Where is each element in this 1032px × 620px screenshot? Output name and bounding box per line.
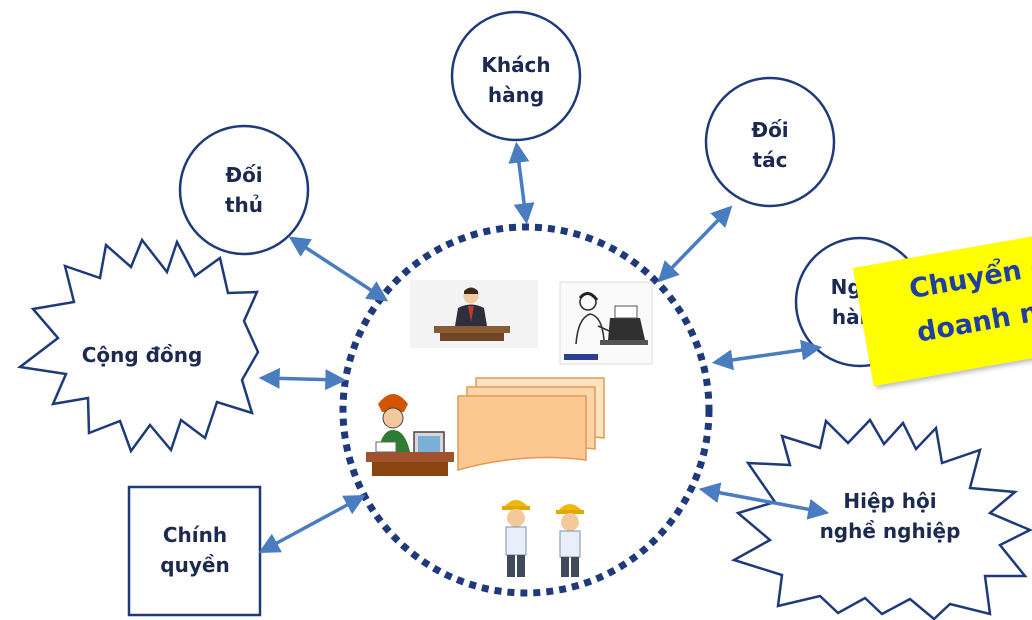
node-doi-thu-line2: thủ xyxy=(224,193,264,217)
node-doi-thu-line1: Đối xyxy=(225,163,263,187)
node-doi-thu-label: Đối thủ xyxy=(194,160,294,220)
node-chinh-quyen-line2: quyền xyxy=(160,553,230,577)
node-khach-hang-label: Khách hàng xyxy=(466,50,566,110)
node-doi-tac-line1: Đối xyxy=(751,118,789,142)
node-khach-hang-shape xyxy=(450,10,582,142)
construction-workers-icon xyxy=(502,500,584,577)
arrow-doi-thu xyxy=(288,236,389,302)
node-cong-dong-label: Cộng đồng xyxy=(62,340,222,370)
node-hiep-hoi-line1: Hiệp hội xyxy=(843,489,937,513)
arrow-chinh-quyen xyxy=(258,494,366,554)
node-hiep-hoi-label: Hiệp hội nghề nghiệp xyxy=(800,486,980,546)
node-doi-tac-label: Đối tác xyxy=(720,115,820,175)
node-chinh-quyen-shape xyxy=(127,485,262,617)
arrow-khach-hang xyxy=(508,141,535,225)
node-doi-tac-shape xyxy=(704,76,836,208)
arrow-doi-tac xyxy=(657,205,733,283)
typist-icon xyxy=(559,281,653,365)
node-khach-hang-line2: hàng xyxy=(487,83,545,107)
node-chinh-quyen-label: Chính quyền xyxy=(139,520,251,580)
node-hiep-hoi-line2: nghề nghiệp xyxy=(819,519,961,543)
banner-line1: Chuyển đổi xyxy=(906,245,1032,306)
node-doi-tac-line2: tác xyxy=(752,148,788,172)
stressed-worker-icon xyxy=(366,394,454,476)
node-cong-dong-text: Cộng đồng xyxy=(81,343,203,367)
documents-icon xyxy=(457,377,605,471)
arrow-cong-dong xyxy=(258,367,347,391)
node-cong-dong-shape xyxy=(16,237,260,454)
node-khach-hang-line1: Khách xyxy=(481,53,551,77)
arrow-hiep-hoi xyxy=(698,482,830,520)
arrow-ngan-hang xyxy=(711,339,823,371)
central-circle xyxy=(339,223,713,597)
businessman-at-desk-icon xyxy=(410,280,538,348)
node-chinh-quyen-line1: Chính xyxy=(162,523,228,547)
node-doi-thu-shape xyxy=(178,124,310,256)
